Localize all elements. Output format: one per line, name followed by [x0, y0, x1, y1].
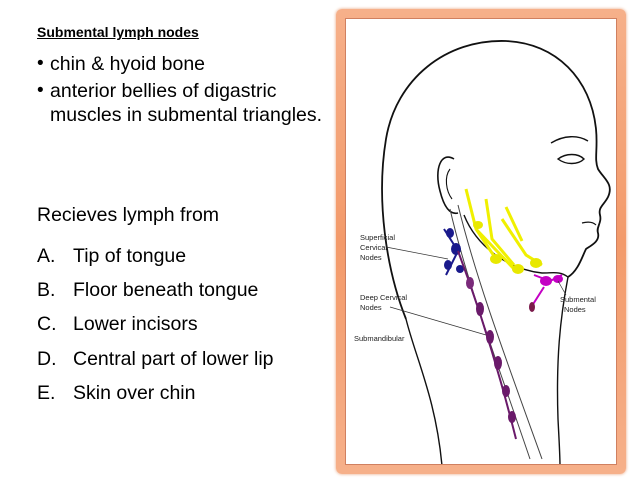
leader-submental: [557, 280, 567, 296]
receives-heading: Recieves lymph from: [37, 204, 220, 226]
sternomastoid-muscle-2: [457, 204, 543, 460]
jaw-line: [463, 214, 569, 278]
list-item: B.Floor beneath tongue: [37, 279, 259, 302]
bullet-dot-icon: •: [37, 80, 44, 101]
eye-outline: [556, 153, 585, 165]
label-submandibular: Submandibular: [354, 334, 405, 343]
deep-cervical-chain: [457, 250, 517, 440]
label-superficial: Nodes: [360, 253, 382, 262]
illustration-frame: Superficial Cervical Nodes Deep Cervical…: [336, 9, 626, 474]
label-submental: Nodes: [564, 305, 586, 314]
head-lymph-diagram: Superficial Cervical Nodes Deep Cervical…: [354, 40, 611, 464]
list-item: A.Tip of tongue: [37, 245, 187, 267]
label-superficial: Cervical: [360, 243, 387, 252]
mouth-line: [581, 221, 597, 226]
lymph-source-list: A.Tip of tongue B.Floor beneath tongue C…: [37, 239, 274, 410]
leader-superficial: [385, 246, 449, 260]
superficial-cervical-nodes: [443, 228, 464, 276]
bullet-dot-icon: •: [37, 53, 44, 74]
list-item: C.Lower incisors: [37, 313, 198, 336]
leader-deep: [389, 306, 487, 336]
neck-back: [405, 318, 443, 464]
ear-outline: [437, 156, 459, 215]
label-deep: Deep Cervical: [360, 293, 407, 302]
label-submental: Submental: [560, 295, 596, 304]
section-heading: Submental lymph nodes: [37, 24, 199, 40]
list-item: D.Central part of lower lip: [37, 347, 274, 370]
submental-nodes: [529, 274, 563, 312]
submandibular-vessels: [464, 188, 543, 274]
label-superficial: Superficial: [360, 233, 395, 242]
bullet-item: •anterior bellies of digastric muscles i…: [37, 80, 323, 126]
head-neck-lymph-illustration: Superficial Cervical Nodes Deep Cervical…: [345, 18, 617, 465]
bullet-item: •chin & hyoid bone: [37, 53, 206, 75]
label-deep: Nodes: [360, 303, 382, 312]
brow: [550, 136, 589, 144]
bullet-list: •chin & hyoid bone •anterior bellies of …: [37, 52, 337, 130]
ear-inner: [445, 168, 453, 200]
list-item: E.Skin over chin: [37, 381, 196, 404]
neck-front: [556, 276, 569, 464]
head-outline: [381, 40, 611, 320]
